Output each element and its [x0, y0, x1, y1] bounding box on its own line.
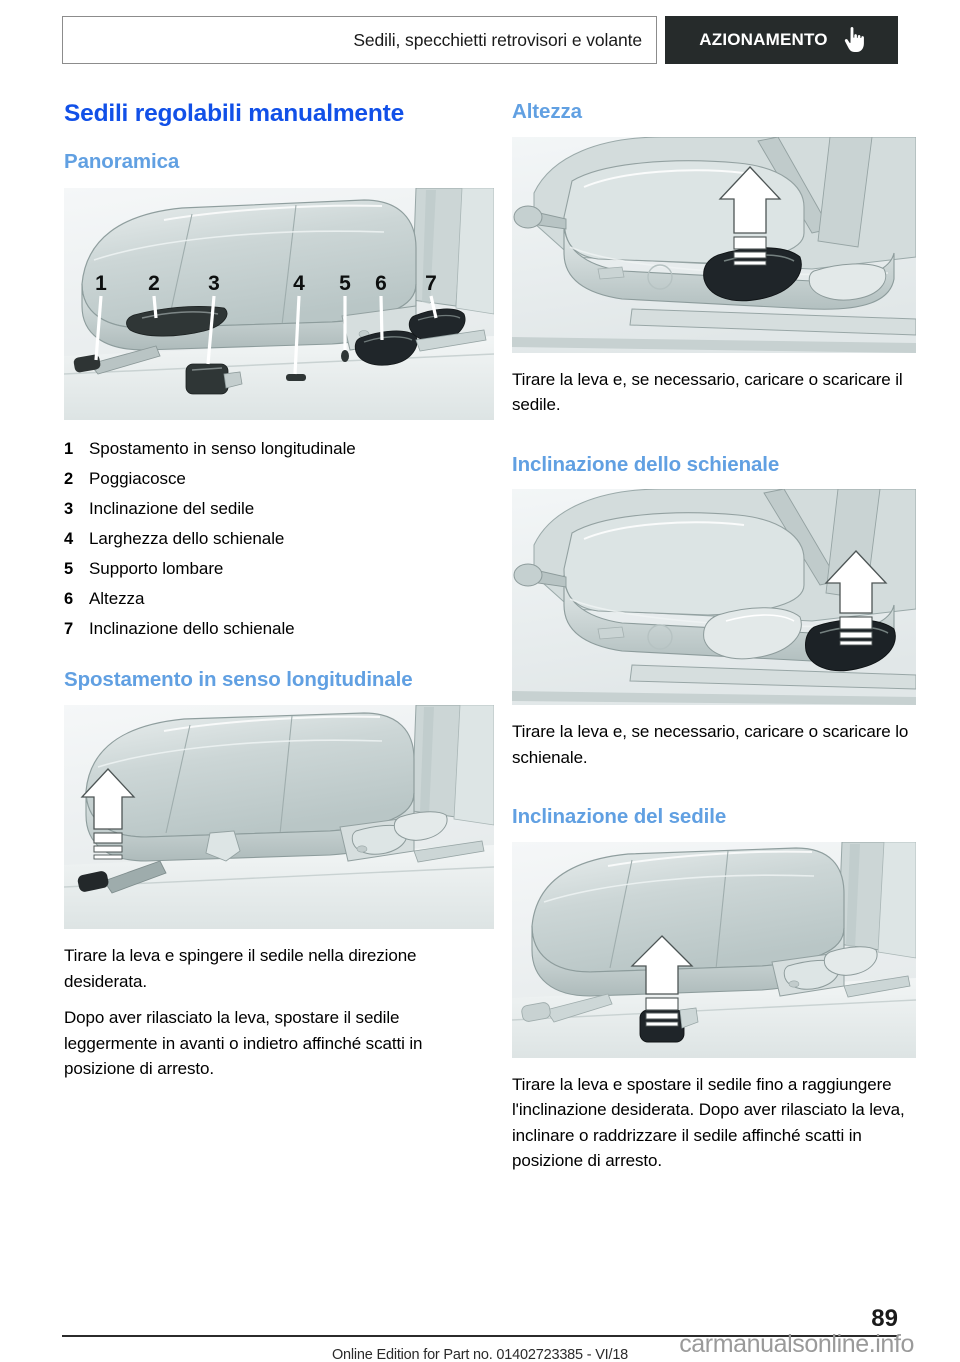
chapter-label: AZIONAMENTO	[699, 30, 828, 49]
list-item-number: 7	[64, 619, 74, 638]
section-heading-inclinazione-schienale: Inclinazione dello schienale	[512, 452, 780, 476]
figure-longitudinal-adjust	[64, 705, 494, 930]
list-item-number: 6	[64, 589, 74, 608]
up-arrow-indicator	[824, 550, 888, 646]
figure-callout-5: 5	[339, 272, 351, 295]
height-paragraph: Tirare la leva e, se necessario, caricar…	[512, 369, 903, 415]
list-item: 7 Inclinazione dello schienale	[64, 614, 494, 644]
page-header: Sedili, specchietti retrovisori e volant…	[62, 16, 898, 64]
pointing-hand-icon	[842, 27, 864, 53]
figure-callout-7: 7	[425, 272, 437, 295]
list-item-number: 3	[64, 499, 74, 518]
footer-divider	[62, 1335, 898, 1337]
section-heading-spostamento-longitudinale: Spostamento in senso longitudinale	[64, 667, 413, 691]
list-item: 5 Supporto lombare	[64, 554, 494, 584]
longitudinal-paragraph-2: Dopo aver rilasciato la leva, spostare i…	[64, 1008, 423, 1079]
list-item-label: Larghezza dello schienale	[89, 528, 285, 548]
section-heading-inclinazione-sedile: Inclinazione del sedile	[512, 805, 727, 829]
list-item-label: Poggiacosce	[89, 468, 186, 488]
list-item-label: Supporto lombare	[89, 558, 224, 578]
page-number: 89	[871, 1305, 898, 1332]
list-item-number: 5	[64, 559, 74, 578]
chapter-tab[interactable]: AZIONAMENTO	[665, 16, 898, 64]
list-item: 4 Larghezza dello schienale	[64, 524, 494, 554]
figure-callout-6: 6	[375, 272, 387, 295]
right-column: Altezza	[512, 100, 916, 1174]
page-title: Sedili regolabili manualmente	[64, 100, 405, 127]
figure-callout-3: 3	[208, 272, 220, 295]
figure-seat-tilt	[512, 841, 916, 1058]
up-arrow-indicator	[630, 934, 694, 1027]
list-item-label: Inclinazione del sedile	[89, 498, 255, 518]
longitudinal-paragraph-1: Tirare la leva e spingere il sedile nell…	[64, 946, 417, 991]
figure-callout-1: 1	[95, 272, 107, 295]
figure-height-adjust	[512, 136, 916, 353]
section-heading-panoramica: Panoramica	[64, 150, 180, 174]
list-item-label: Inclinazione dello schienale	[89, 618, 295, 638]
seat-tilt-paragraph: Tirare la leva e spostare il sedile fino…	[512, 1074, 905, 1171]
figure-callout-2: 2	[148, 272, 160, 295]
list-item-label: Altezza	[89, 588, 145, 608]
breadcrumb-label: Sedili, specchietti retrovisori e volant…	[353, 29, 642, 50]
watermark: carmanualsonline.info	[679, 1330, 914, 1358]
up-arrow-indicator	[718, 165, 782, 266]
list-item: 3 Inclinazione del sedile	[64, 494, 494, 524]
list-item-number: 2	[64, 469, 74, 488]
section-heading-altezza: Altezza	[512, 100, 582, 123]
backrest-paragraph: Tirare la leva e, se necessario, caricar…	[512, 722, 909, 767]
list-item: 6 Altezza	[64, 584, 494, 614]
list-item-number: 1	[64, 439, 74, 458]
up-arrow-indicator	[80, 768, 136, 860]
figure-backrest-tilt	[512, 489, 916, 706]
list-item: 2 Poggiacosce	[64, 464, 494, 494]
list-item: 1 Spostamento in senso longitudinale	[64, 434, 494, 464]
edition-note: Online Edition for Part no. 01402723385 …	[331, 1347, 629, 1362]
callout-legend-list: 1 Spostamento in senso longitudinale 2 P…	[64, 434, 494, 644]
left-column: Sedili regolabili manualmente Panoramica	[64, 100, 494, 1082]
figure-callout-4: 4	[293, 272, 305, 295]
list-item-number: 4	[64, 529, 74, 548]
figure-seat-overview: 1 2 3 4 5 6 7	[64, 187, 494, 420]
breadcrumb: Sedili, specchietti retrovisori e volant…	[62, 16, 657, 64]
list-item-label: Spostamento in senso longitudinale	[89, 438, 356, 458]
